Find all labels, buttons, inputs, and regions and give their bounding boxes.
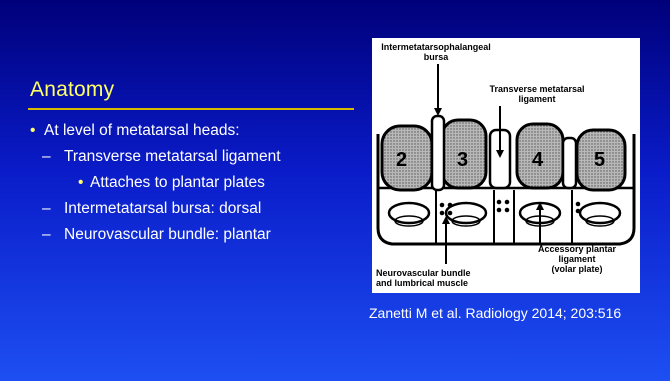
title-underline <box>28 108 354 110</box>
metatarsal-number-4: 4 <box>532 149 544 171</box>
bullet-text: Attaches to plantar plates <box>90 174 265 191</box>
bullet-dash: – <box>42 196 51 222</box>
label-bursa: Intermetatarsophalangeal bursa <box>376 42 496 62</box>
citation: Zanetti M et al. Radiology 2014; 203:516 <box>369 305 621 321</box>
bullet-text: Intermetatarsal bursa: dorsal <box>64 200 261 217</box>
bullet-dot: • <box>78 170 83 196</box>
bullet-dash: – <box>42 144 51 170</box>
label-accessory-plantar: Accessory plantar ligament (volar plate) <box>517 244 637 274</box>
label-neurovascular: Neurovascular bundle and lumbrical muscl… <box>376 268 496 288</box>
metatarsal-number-5: 5 <box>594 149 605 171</box>
bullet-list: • At level of metatarsal heads: – Transv… <box>30 118 281 248</box>
bullet-subitem-plantar-plates: • Attaches to plantar plates <box>30 170 281 196</box>
metatarsal-number-3: 3 <box>457 149 468 171</box>
bullet-item-bursa: – Intermetatarsal bursa: dorsal <box>30 196 281 222</box>
anatomy-figure: 2 3 4 5 Intermetatarsophalangeal bursa T… <box>372 38 640 293</box>
bullet-item-ligament: – Transverse metatarsal ligament <box>30 144 281 170</box>
label-transverse-ligament: Transverse metatarsal ligament <box>472 84 602 104</box>
bullet-text: At level of metatarsal heads: <box>44 122 240 139</box>
bullet-dash: – <box>42 222 51 248</box>
bullet-level1: • At level of metatarsal heads: <box>30 118 281 144</box>
slide-title: Anatomy <box>30 78 114 102</box>
bullet-item-neurovascular: – Neurovascular bundle: plantar <box>30 222 281 248</box>
metatarsal-number-2: 2 <box>396 149 407 171</box>
bullet-text: Neurovascular bundle: plantar <box>64 226 271 243</box>
bursa-shape <box>432 116 444 190</box>
bullet-dot: • <box>30 118 35 144</box>
bursa-shape <box>563 138 576 188</box>
bullet-text: Transverse metatarsal ligament <box>64 148 281 165</box>
